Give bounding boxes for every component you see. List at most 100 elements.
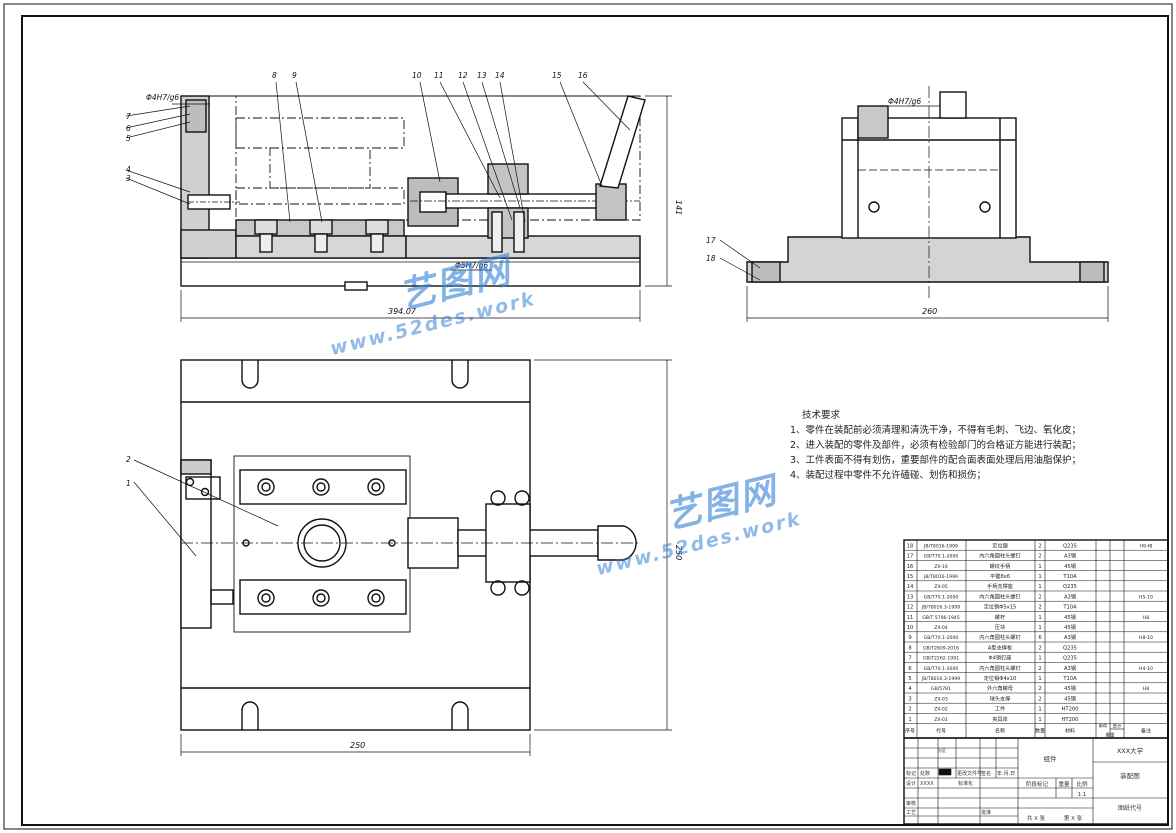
bom-cell-name: 球头支撑: [990, 694, 1011, 702]
title-block: [903, 737, 1169, 825]
bom-cell-no: 1: [908, 717, 911, 723]
tb-school: XXX大学: [1117, 746, 1144, 755]
balloon-4: 4: [126, 165, 131, 174]
bom-header-qty: 数量: [1035, 728, 1045, 735]
tb-ratio: 比例: [1076, 780, 1088, 788]
tb-process: 工艺: [906, 810, 916, 816]
bom-cell-material: 45钢: [1064, 694, 1076, 702]
bom-cell-name: 内六角圆柱头螺钉: [979, 664, 1021, 672]
bom-cell-code: ZX-16: [934, 564, 948, 570]
bom-cell-note: H4-10: [1139, 666, 1153, 672]
bom-header-name: 名称: [995, 728, 1005, 735]
bom-cell-material: Q235: [1063, 656, 1077, 662]
bom-cell-qty: 2: [1038, 696, 1041, 702]
bom-cell-name: 内六角圆柱头螺钉: [979, 552, 1021, 560]
tb-drawing: 装配图: [1120, 771, 1140, 780]
top-view: [180, 359, 640, 731]
bom-header-weight: 重量: [1106, 732, 1115, 739]
bom-cell-name: 手柄支撑座: [987, 582, 1013, 590]
bom-cell-code: ZX-01: [934, 717, 948, 723]
bom-cell-material: 45钢: [1064, 562, 1076, 570]
tech-item-3: 3、工件表面不得有划伤，重要部件的配合面表面处理后用油脂保护；: [790, 455, 1082, 466]
bom-cell-material: A3钢: [1064, 664, 1076, 672]
bom-cell-code: JB/T8016-1999: [923, 574, 958, 580]
tech-item-1: 1、零件在装配前必须清理和清洗干净，不得有毛刺、飞边、氧化皮；: [790, 425, 1082, 436]
bom-cell-qty: 1: [1038, 717, 1041, 723]
tb-count: 处数: [920, 770, 930, 777]
balloon-16: 16: [578, 71, 588, 80]
bom-cell-material: A3钢: [1064, 633, 1076, 641]
bom-cell-no: 10: [907, 625, 914, 631]
bom-header-total-weight: 总计: [1113, 723, 1122, 730]
outer-border: [3, 3, 1173, 830]
bom-cell-no: 15: [907, 574, 914, 580]
tb-stage: 阶段标记: [1026, 780, 1049, 788]
balloon-9: 9: [292, 71, 297, 80]
balloon-5: 5: [126, 134, 131, 143]
tb-zone: 分区: [938, 747, 946, 753]
bom-cell-no: 12: [907, 605, 914, 611]
tb-sheets-total: 共 X 张: [1027, 814, 1046, 822]
front-leaders: [125, 81, 631, 223]
bom-cell-material: A3钢: [1064, 552, 1076, 560]
bom-cell-no: 6: [908, 666, 911, 672]
tb-design: 设计: [906, 780, 916, 787]
bom-cell-code: GB/T70.1-2000: [924, 554, 959, 560]
bom-header-no: 序号: [905, 728, 915, 735]
bom-header-unit-weight: 单件: [1099, 723, 1108, 730]
balloon-11: 11: [434, 71, 444, 80]
bom-cell-no: 17: [907, 554, 914, 560]
bom-cell-name: 螺纹手柄: [990, 562, 1011, 570]
balloon-14: 14: [495, 71, 505, 80]
tb-weight: 重量: [1058, 780, 1070, 788]
bom-header-code: 代号: [936, 728, 946, 735]
bom-cell-name: 定位销Φ4x10: [984, 674, 1017, 682]
dim-side-width: 260: [922, 307, 937, 316]
bom-cell-qty: 1: [1038, 615, 1041, 621]
front-dimensions: [172, 95, 672, 322]
bom-cell-no: 14: [907, 584, 914, 590]
bom-cell-code: JB/T8016-1999: [923, 543, 958, 549]
tb-sheet-no: 第 X 张: [1064, 814, 1083, 822]
balloon-13: 13: [477, 71, 487, 80]
bom-cell-qty: 1: [1038, 676, 1041, 682]
bom-cell-note: H8-10: [1139, 635, 1153, 641]
bom-cell-name: 平键8x6: [990, 572, 1010, 580]
bom-cell-no: 9: [908, 635, 911, 641]
bom-cell-qty: 1: [1038, 625, 1041, 631]
bom-cell-no: 3: [908, 696, 911, 702]
bom-cell-name: 定位键: [992, 541, 1008, 549]
tb-mark: 标记: [906, 770, 916, 777]
bom-cell-material: 45钢: [1064, 684, 1076, 692]
bom-cell-no: 13: [907, 594, 914, 600]
bom-cell-qty: 1: [1038, 574, 1041, 580]
dim-front-height: 141: [674, 200, 683, 215]
bom-cell-material: HT200: [1062, 707, 1079, 713]
bom-cell-name: 工件: [995, 705, 1005, 713]
bom-cell-qty: 1: [1038, 707, 1041, 713]
bom-cell-no: 11: [907, 615, 914, 621]
bom-cell-material: T10A: [1062, 676, 1077, 682]
fit-front-mid: Φ5H7/g6: [455, 261, 488, 270]
balloon-18: 18: [706, 254, 716, 263]
bom-cell-material: HT200: [1062, 717, 1079, 723]
bom-cell-code: JB/T8016.3-1999: [921, 605, 960, 611]
tb-review: 审核: [906, 800, 916, 807]
balloon-17: 17: [706, 236, 716, 245]
bom-cell-note: H8: [1143, 686, 1149, 692]
bom-cell-material: Q235: [1063, 584, 1077, 590]
technical-requirements: 技术要求 1、零件在装配前必须清理和清洗干净，不得有毛刺、飞边、氧化皮； 2、进…: [790, 408, 1120, 483]
bom-cell-name: 螺杆: [995, 613, 1005, 621]
balloon-3: 3: [126, 174, 131, 183]
bom-cell-name: 外六角螺母: [987, 684, 1013, 692]
bom-cell-code: GB/T2809-2016: [923, 645, 959, 651]
bom-cell-name: 内六角圆柱头螺钉: [979, 633, 1021, 641]
bom-cell-material: 45钢: [1064, 613, 1076, 621]
tb-standard: 标准化: [958, 780, 973, 787]
bom-cell-name: 压块: [995, 623, 1006, 631]
bom-cell-qty: 2: [1038, 605, 1041, 611]
side-dimensions: [719, 105, 1109, 322]
tb-sign: 签名: [981, 770, 991, 777]
bom-cell-material: T10A: [1062, 605, 1077, 611]
